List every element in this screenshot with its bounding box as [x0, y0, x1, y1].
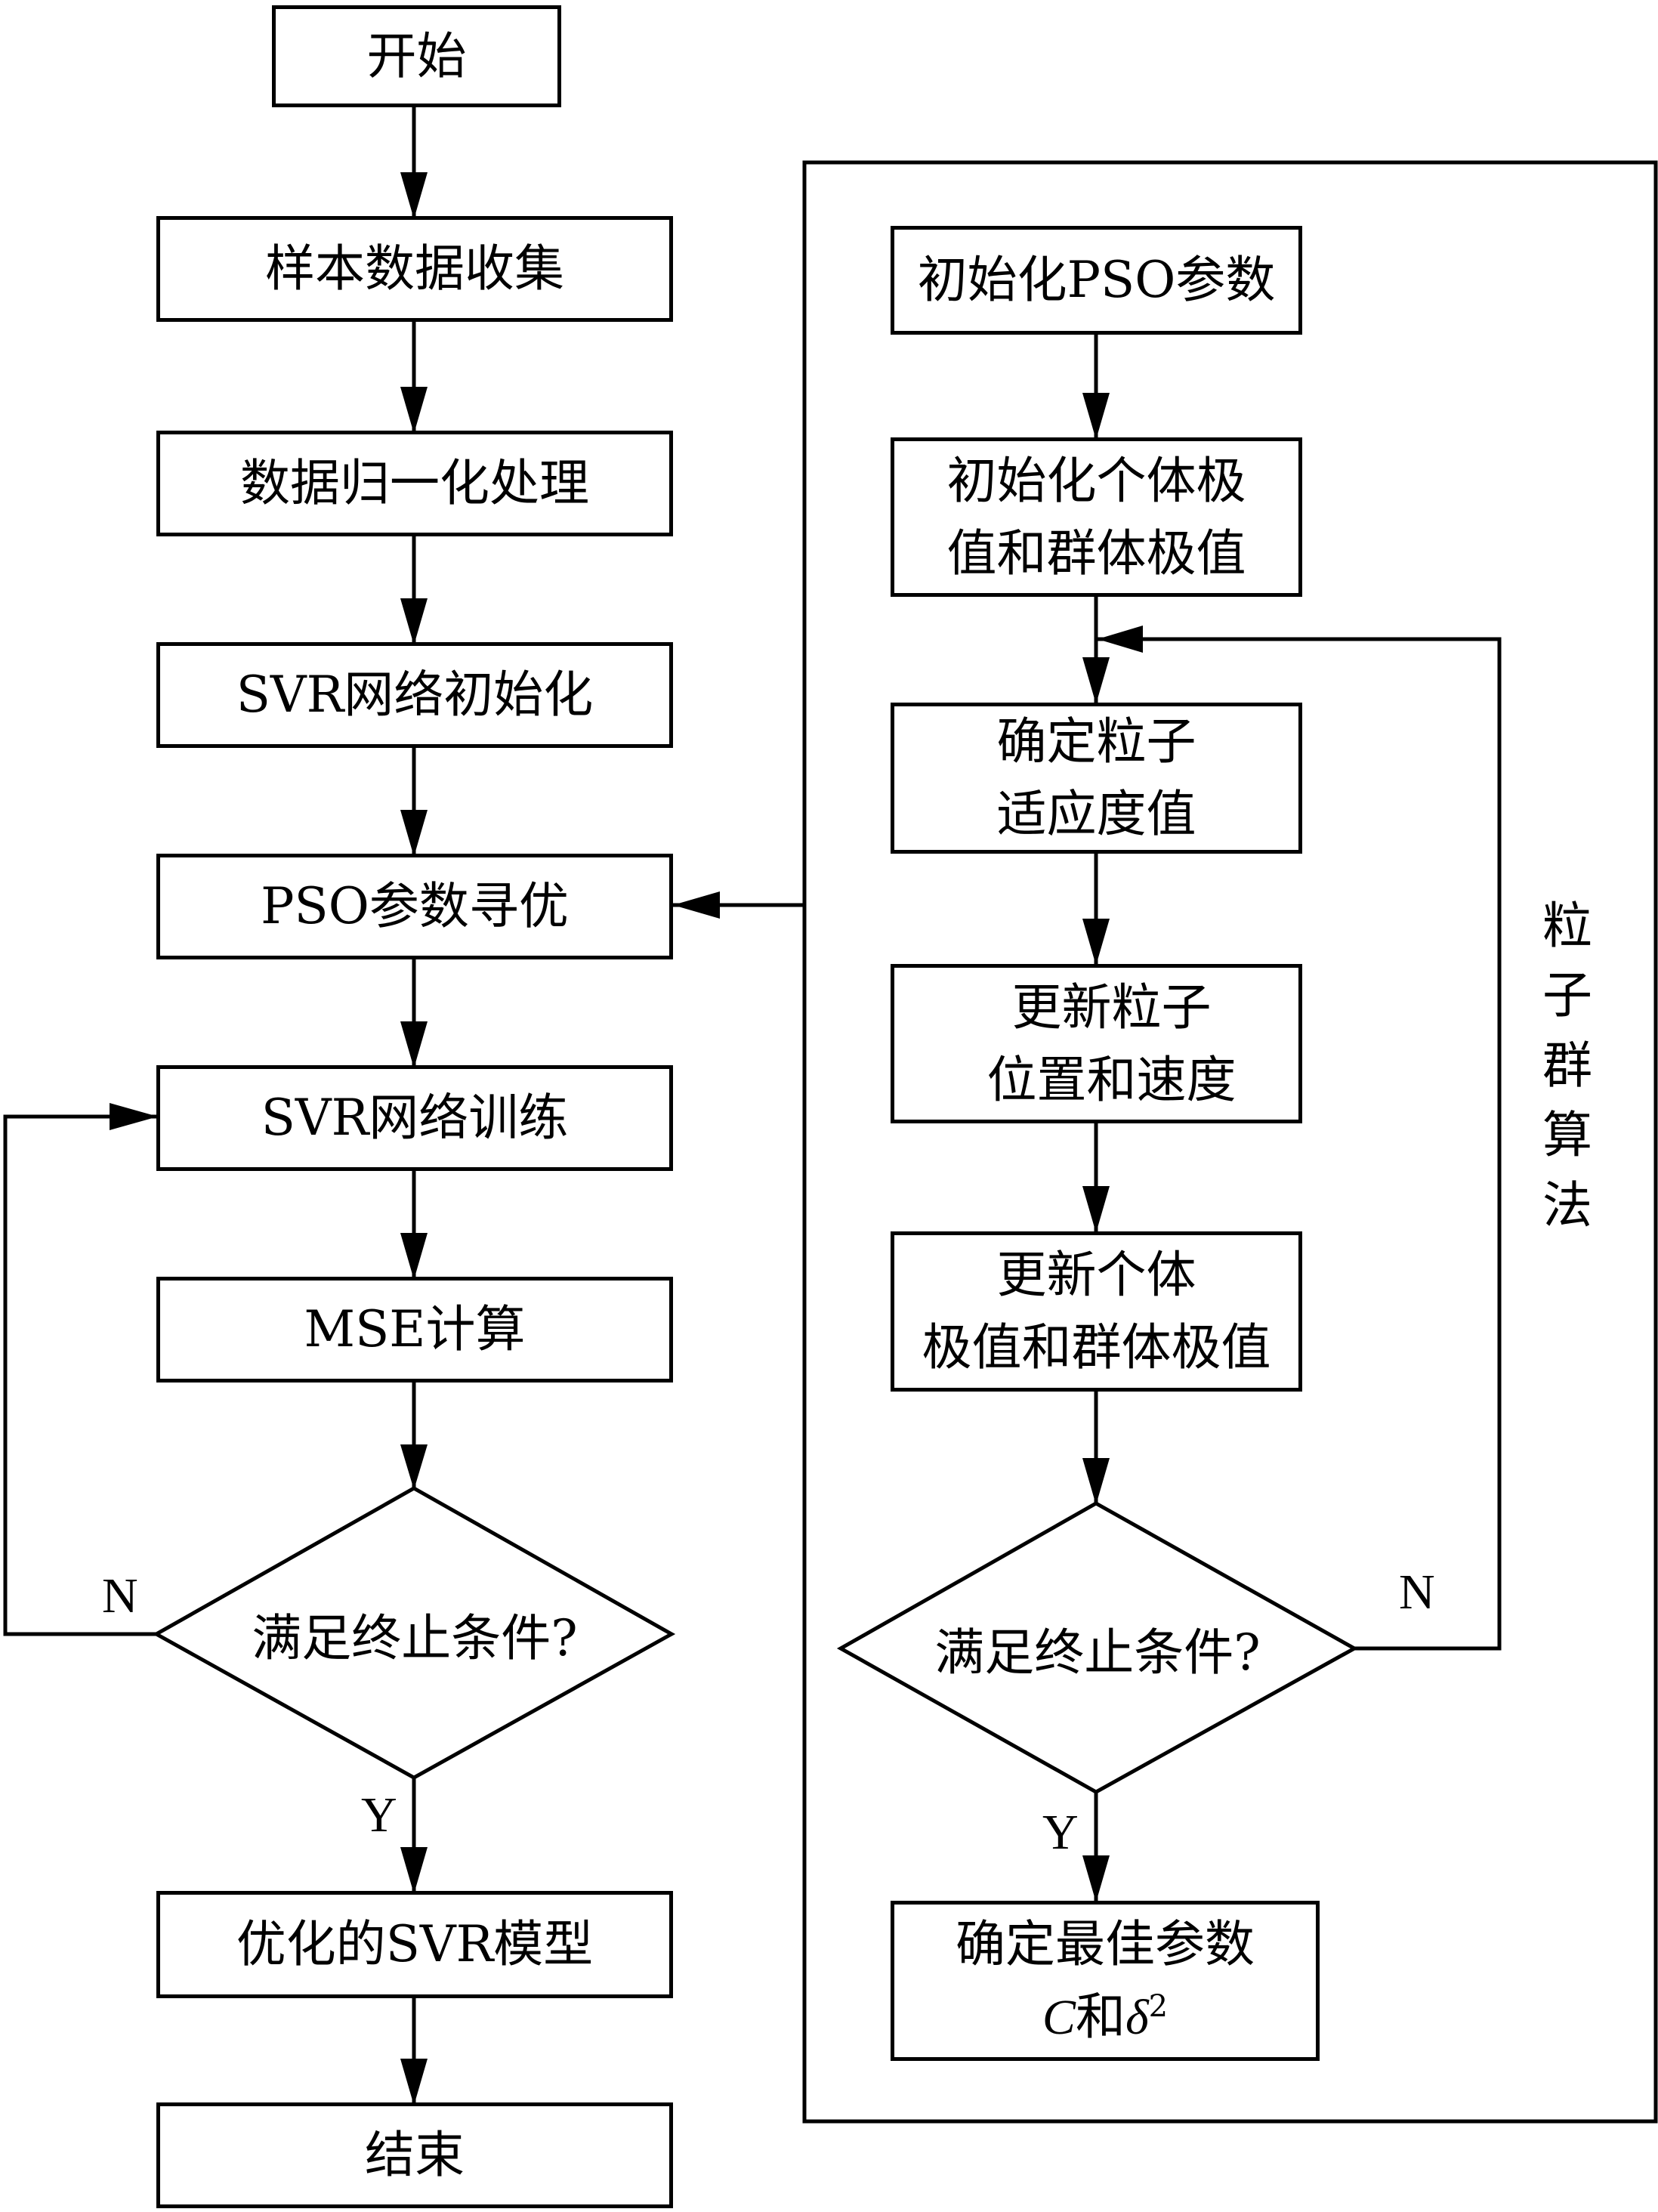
arrowhead-icon	[1082, 393, 1110, 440]
update-position-label-line2: 位置和速度	[986, 1050, 1237, 1109]
pso-optimization-label: PSO参数寻优	[261, 877, 569, 936]
arrowhead-icon	[1082, 919, 1110, 965]
param-c: C	[1042, 1989, 1076, 2045]
pso-optimization-node: PSO参数寻优	[156, 854, 673, 959]
best-params-label-line2: C和δ2	[1042, 1981, 1168, 2054]
arrowhead-icon	[400, 1847, 428, 1894]
svr-train-node: SVR网络训练	[156, 1065, 673, 1171]
optimized-svr-label: 优化的SVR模型	[236, 1915, 594, 1974]
arrowhead-icon	[400, 810, 428, 857]
pso-group-label-char: 子	[1542, 966, 1592, 1025]
init-pso-params-label: 初始化PSO参数	[917, 251, 1276, 310]
pso-group-frame	[802, 160, 1658, 2124]
arrowhead-icon	[1098, 626, 1143, 653]
arrowhead-icon	[673, 891, 720, 919]
update-extrema-node: 更新个体 极值和群体极值	[891, 1231, 1302, 1392]
svr-train-label: SVR网络训练	[261, 1089, 569, 1148]
pso-group-label-char: 算	[1542, 1106, 1592, 1165]
arrowhead-icon	[1082, 1855, 1110, 1902]
pso-group-label: 粒 子 群 算 法	[1537, 891, 1598, 1240]
arrowhead-icon	[400, 1021, 428, 1068]
and-text: 和	[1075, 1987, 1125, 2046]
init-extrema-label-line1: 初始化个体极	[946, 451, 1246, 510]
start-label: 开始	[366, 26, 467, 85]
arrowhead-icon	[400, 1233, 428, 1280]
update-position-node: 更新粒子 位置和速度	[891, 964, 1302, 1123]
collect-data-label: 样本数据收集	[265, 239, 564, 298]
init-extrema-label-line2: 值和群体极值	[946, 524, 1246, 582]
collect-data-node: 样本数据收集	[156, 216, 673, 322]
svr-init-label: SVR网络初始化	[236, 666, 594, 724]
arrow-no-loop-to-train	[3, 1114, 156, 1636]
optimized-svr-node: 优化的SVR模型	[156, 1891, 673, 1998]
update-position-label-line1: 更新粒子	[1011, 978, 1212, 1036]
arrowhead-icon	[400, 598, 428, 645]
update-extrema-label-line1: 更新个体	[996, 1246, 1196, 1305]
best-params-label-line1: 确定最佳参数	[956, 1914, 1255, 1973]
main-decision-diamond	[152, 1486, 676, 1780]
param-delta-exponent: 2	[1148, 1988, 1169, 2024]
normalize-label: 数据归一化处理	[240, 454, 589, 513]
param-delta: δ	[1125, 1989, 1149, 2045]
fitness-label-line1: 确定粒子	[996, 712, 1196, 771]
pso-group-label-char: 群	[1542, 1036, 1592, 1095]
svr-init-node: SVR网络初始化	[156, 642, 673, 748]
fitness-label-line2: 适应度值	[996, 785, 1196, 843]
init-pso-params-node: 初始化PSO参数	[891, 226, 1302, 335]
best-params-node: 确定最佳参数 C和δ2	[891, 1901, 1320, 2061]
arrow-pso-no-loop	[1096, 637, 1502, 1651]
arrowhead-icon	[400, 2059, 428, 2105]
arrowhead-icon	[1082, 1458, 1110, 1505]
mse-node: MSE计算	[156, 1277, 673, 1382]
pso-decision-no-label: N	[1399, 1565, 1435, 1620]
end-node: 结束	[156, 2102, 673, 2208]
arrowhead-icon	[400, 1444, 428, 1490]
end-label: 结束	[365, 2126, 465, 2185]
pso-decision-label: 满足终止条件?	[934, 1623, 1261, 1682]
main-decision-yes-label: Y	[361, 1787, 397, 1843]
arrowhead-icon	[1082, 657, 1110, 704]
update-extrema-label-line2: 极值和群体极值	[922, 1318, 1271, 1376]
pso-decision-yes-label: Y	[1042, 1805, 1079, 1860]
arrowhead-icon	[110, 1103, 158, 1130]
mse-label: MSE计算	[304, 1300, 526, 1359]
main-decision-label: 满足终止条件?	[252, 1609, 578, 1667]
init-extrema-node: 初始化个体极 值和群体极值	[891, 437, 1302, 597]
arrowhead-icon	[400, 387, 428, 434]
arrowhead-icon	[1082, 1186, 1110, 1233]
fitness-node: 确定粒子 适应度值	[891, 703, 1302, 854]
pso-decision-diamond	[836, 1501, 1359, 1794]
pso-group-label-char: 法	[1542, 1176, 1592, 1234]
main-decision-no-label: N	[102, 1568, 138, 1623]
pso-group-label-char: 粒	[1542, 897, 1592, 955]
normalize-node: 数据归一化处理	[156, 431, 673, 536]
arrowhead-icon	[400, 172, 428, 219]
start-node: 开始	[272, 5, 561, 107]
